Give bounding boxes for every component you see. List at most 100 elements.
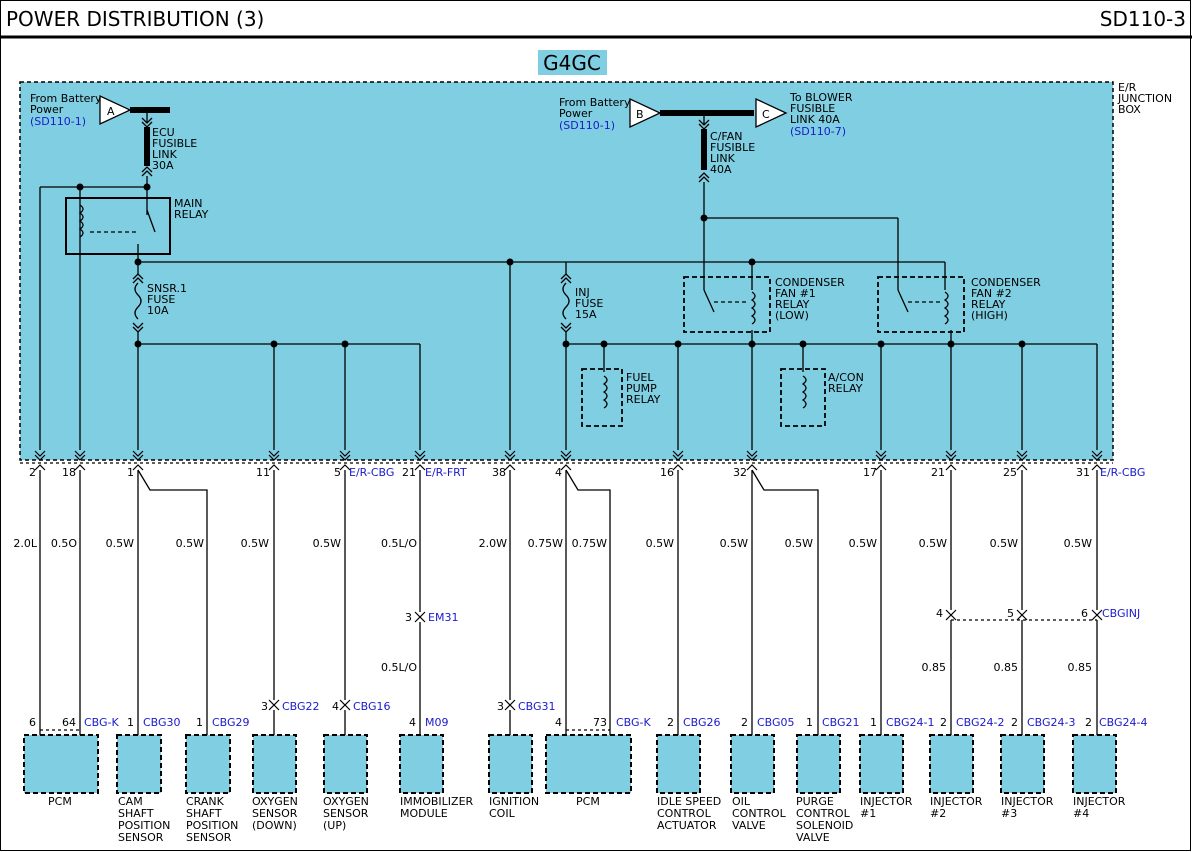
wire-label: 0.5W bbox=[720, 537, 748, 550]
pin-label: 3 bbox=[261, 700, 268, 713]
engine-badge-label: G4GC bbox=[543, 51, 601, 75]
acon-relay-label: A/CON RELAY bbox=[828, 371, 867, 395]
inline-connector-chevron bbox=[1016, 609, 1028, 621]
connector-chevron bbox=[945, 450, 957, 471]
inline-connector-chevron bbox=[414, 611, 426, 623]
connector-label: CBG-K bbox=[84, 716, 120, 729]
pin-label: 32 bbox=[733, 466, 747, 479]
component-boxes bbox=[23, 734, 1117, 794]
connector-label: CBG24-1 bbox=[886, 716, 935, 729]
component-name-injector-3: INJECTOR#3 bbox=[1001, 795, 1054, 820]
pin-label: 2 bbox=[1085, 716, 1092, 729]
wire-label: 0.5W bbox=[646, 537, 674, 550]
pcm-box-2 bbox=[545, 734, 632, 794]
component-name-pcm-2: PCM bbox=[576, 795, 600, 808]
connector-chevron bbox=[1091, 450, 1103, 471]
pin-label: 17 bbox=[863, 466, 877, 479]
connector-label: CBG22 bbox=[282, 700, 320, 713]
connector-label: CBG-K bbox=[616, 716, 652, 729]
wire-label: 0.5L/O bbox=[381, 537, 417, 550]
solder-dot bbox=[341, 340, 349, 348]
inline-connector-chevron bbox=[1091, 609, 1103, 621]
connector-chevron bbox=[414, 450, 426, 471]
connector-label: CBG24-2 bbox=[956, 716, 1005, 729]
source-b-label: From Battery Power bbox=[559, 96, 634, 120]
pin-label: 2 bbox=[940, 716, 947, 729]
wire-label: 0.85 bbox=[994, 661, 1019, 674]
condenser-fan-2-relay-label: CONDENSER FAN #2 RELAY (HIGH) bbox=[971, 276, 1044, 322]
wire-label: 0.5W bbox=[990, 537, 1018, 550]
engine-badge bbox=[538, 50, 607, 75]
ignition-coil-box bbox=[488, 734, 533, 794]
source-b-letter: B bbox=[636, 108, 644, 121]
page-code: SD110-3 bbox=[1100, 7, 1186, 31]
main-relay-label: MAIN RELAY bbox=[174, 197, 209, 221]
component-name-pcm-1: PCM bbox=[48, 795, 72, 808]
cbginj-pin-5: 5 bbox=[1007, 607, 1014, 620]
solder-dot bbox=[1018, 340, 1026, 348]
connector-chevron bbox=[74, 450, 86, 471]
pcm-box-1 bbox=[23, 734, 99, 794]
solder-dot bbox=[134, 258, 142, 266]
solder-dot bbox=[877, 340, 885, 348]
page-title: POWER DISTRIBUTION (3) bbox=[6, 7, 264, 31]
solder-dot bbox=[562, 340, 570, 348]
wire-label: 0.5W bbox=[1064, 537, 1092, 550]
wire-label: 0.5W bbox=[313, 537, 341, 550]
connector-chevron bbox=[339, 450, 351, 471]
connector-chevron bbox=[560, 450, 572, 471]
wire-label: 0.5W bbox=[176, 537, 204, 550]
connector-chevrons bbox=[34, 450, 1103, 711]
injector-4-box bbox=[1072, 734, 1117, 794]
pin-label: 21 bbox=[931, 466, 945, 479]
pin-label: 5 bbox=[334, 466, 341, 479]
solder-dot bbox=[506, 258, 514, 266]
cbginj-pin-6: 6 bbox=[1081, 607, 1088, 620]
component-name-injector-4: INJECTOR#4 bbox=[1073, 795, 1126, 820]
connector-chevron bbox=[1016, 450, 1028, 471]
connector-label: CBG05 bbox=[757, 716, 795, 729]
inline-connector-chevron bbox=[339, 699, 351, 711]
pin-label: 21 bbox=[402, 466, 416, 479]
solder-dot bbox=[947, 340, 955, 348]
pin-label: 6 bbox=[29, 716, 36, 729]
wire-label: 0.5W bbox=[919, 537, 947, 550]
solder-dot bbox=[799, 340, 807, 348]
connector-label: CBG31 bbox=[518, 700, 556, 713]
pin-label: 31 bbox=[1076, 466, 1090, 479]
wiring bbox=[20, 94, 1113, 735]
pin-label: 2 bbox=[667, 716, 674, 729]
source-a-label: From Battery Power bbox=[30, 92, 105, 116]
component-connector-labels: 6 64 CBG-K 1 CBG30 1 CBG29 3 CBG22 4 CBG… bbox=[29, 700, 1148, 729]
source-b-ref: (SD110-1) bbox=[559, 119, 615, 132]
connector-er-cbg-1: E/R-CBG bbox=[349, 466, 394, 479]
pin-numbers: 2 18 1 11 5 21 38 4 16 32 17 21 25 31 bbox=[29, 466, 1090, 479]
em31-pin: 3 bbox=[405, 611, 412, 624]
em31-connector: EM31 bbox=[428, 611, 458, 624]
solder-dot bbox=[700, 214, 708, 222]
pin-label: 2 bbox=[741, 716, 748, 729]
connector-chevron bbox=[268, 450, 280, 471]
solder-dot bbox=[270, 340, 278, 348]
injector-1-box bbox=[859, 734, 904, 794]
connector-chevron bbox=[34, 450, 46, 471]
connector-label: CBG24-3 bbox=[1027, 716, 1076, 729]
pin-label: 11 bbox=[256, 466, 270, 479]
wire-label: 0.5O bbox=[51, 537, 77, 550]
inj-fuse-label: INJ FUSE 15A bbox=[575, 286, 607, 321]
cfan-fuse-label: C/FAN FUSIBLE LINK 40A bbox=[710, 130, 759, 176]
source-a-letter: A bbox=[107, 105, 115, 118]
source-c-letter: C bbox=[762, 108, 770, 121]
connector-label: CBG21 bbox=[822, 716, 860, 729]
source-c-label: To BLOWER FUSIBLE LINK 40A bbox=[789, 91, 856, 126]
oxygen-up-box bbox=[323, 734, 368, 794]
condenser-fan-1-relay-label: CONDENSER FAN #1 RELAY (LOW) bbox=[775, 276, 848, 322]
idle-speed-box bbox=[656, 734, 701, 794]
connector-label: CBG29 bbox=[212, 716, 250, 729]
